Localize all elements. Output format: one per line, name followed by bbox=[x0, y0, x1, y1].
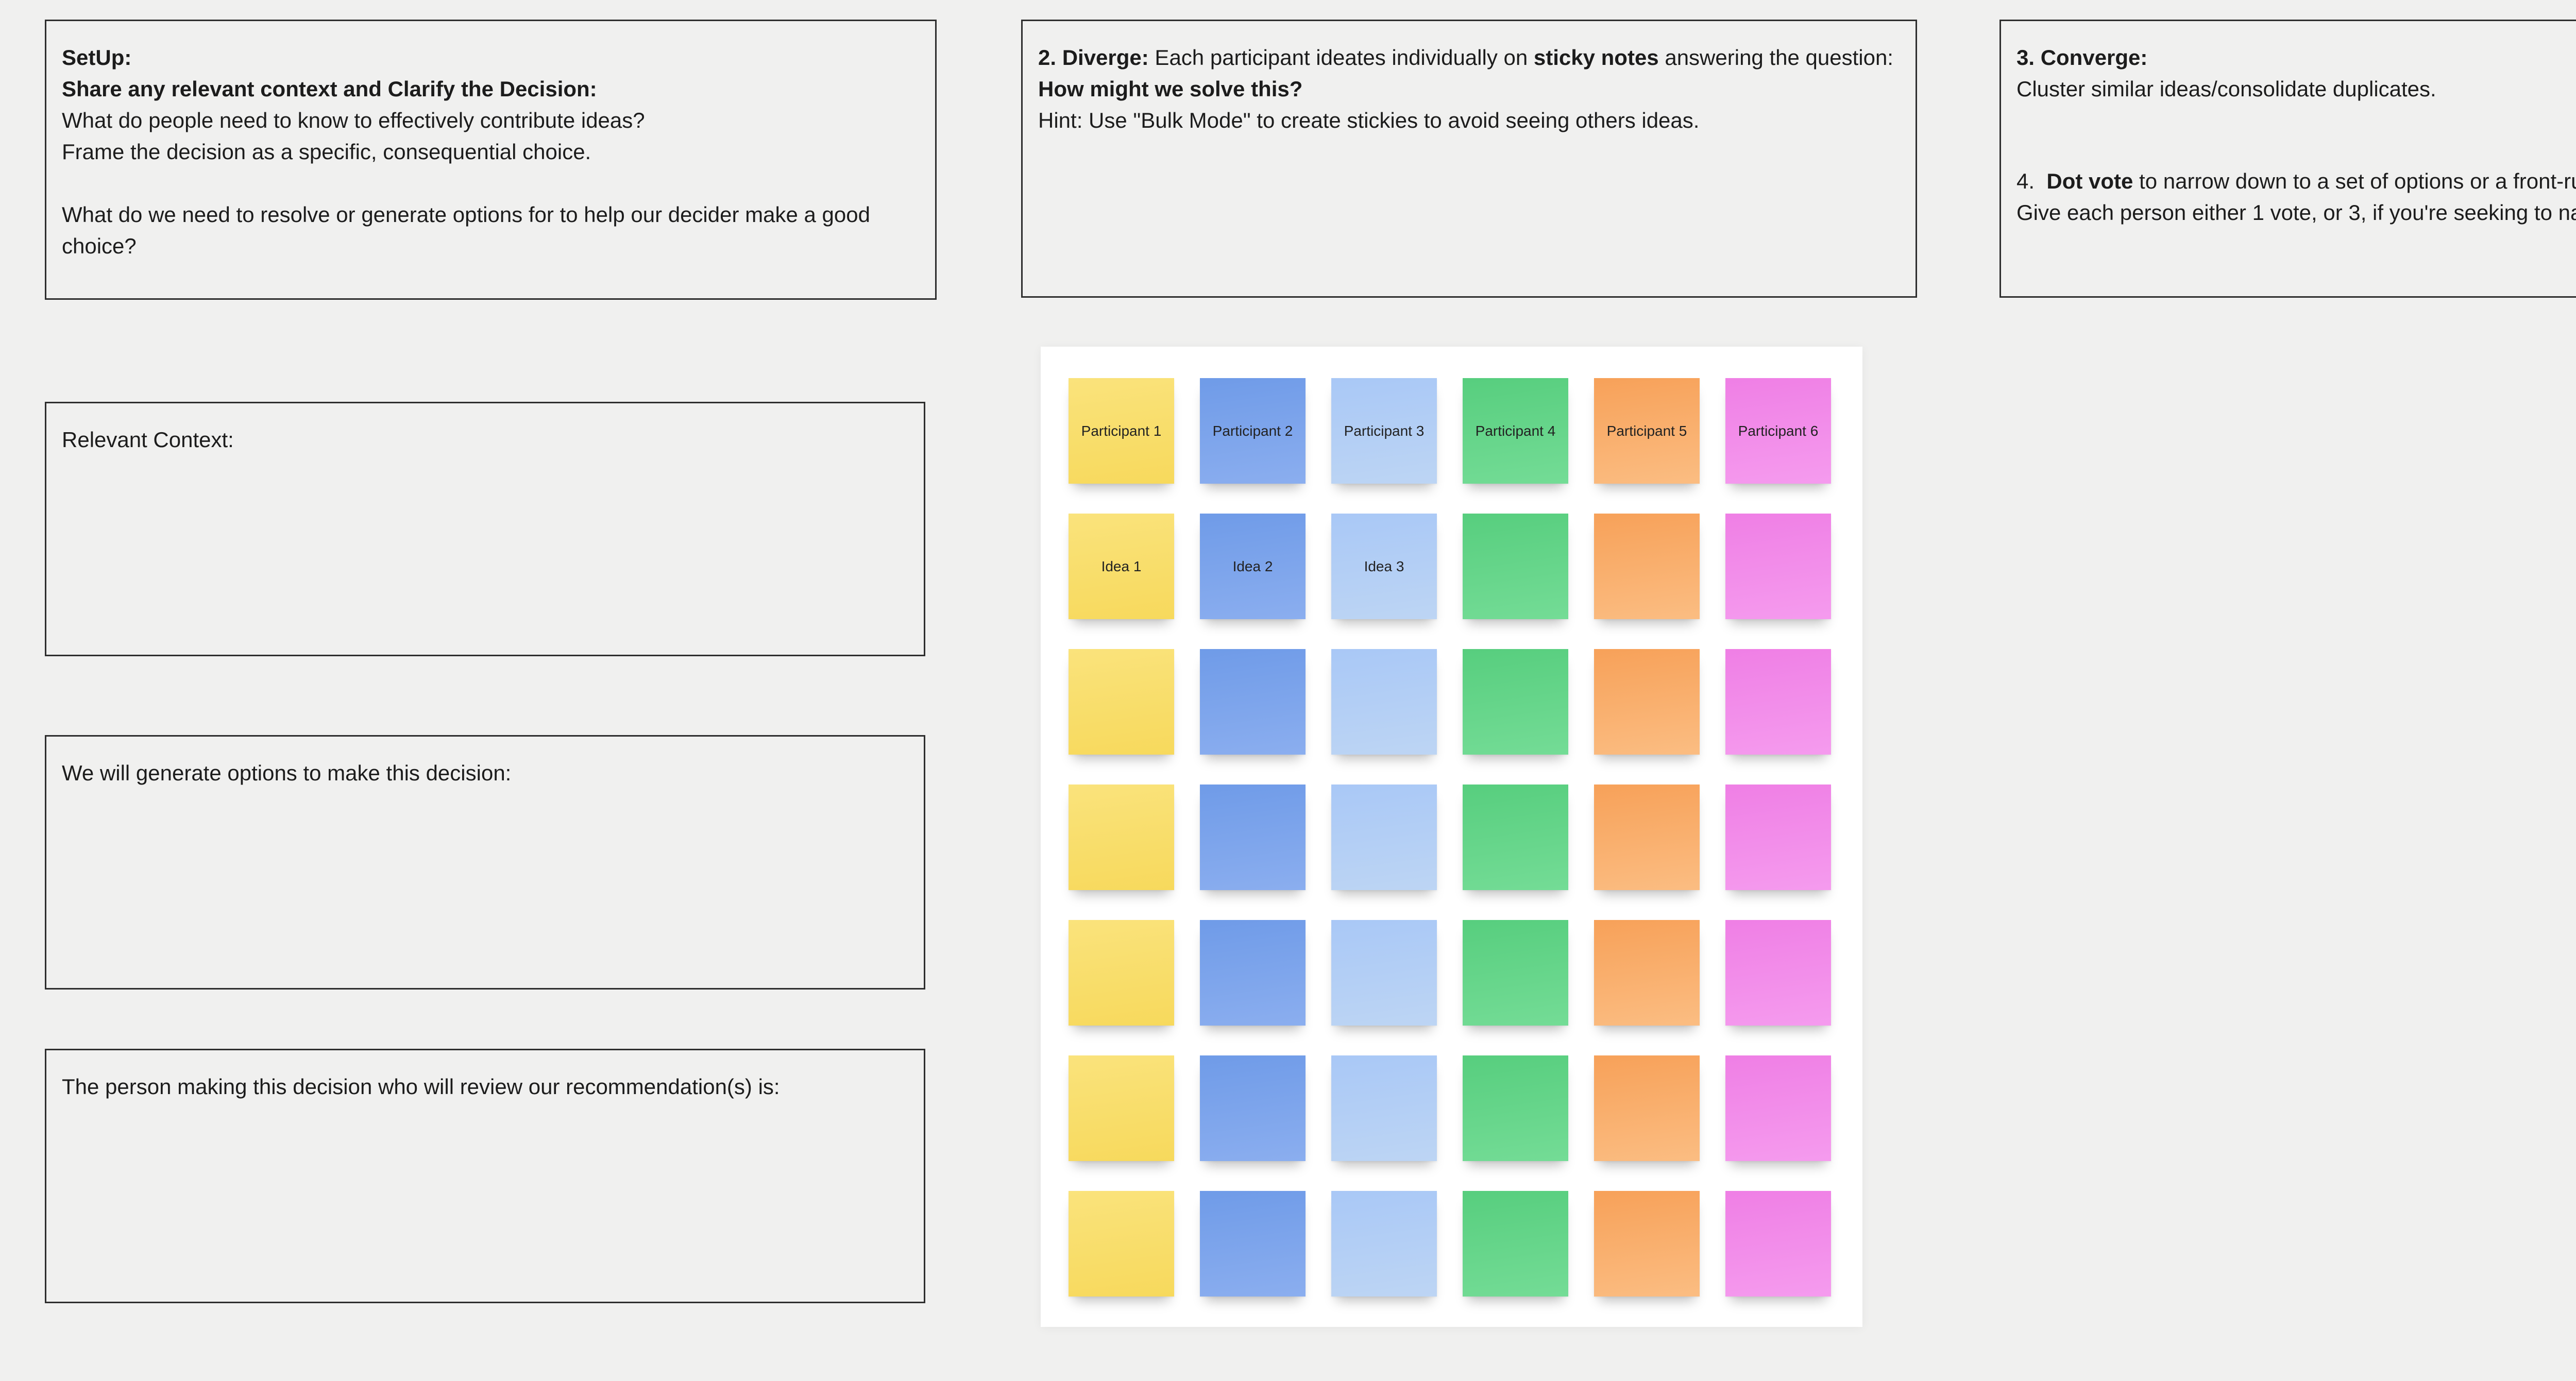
sticky-note[interactable] bbox=[1594, 1055, 1700, 1161]
setup-line: What do we need to resolve or generate o… bbox=[62, 202, 876, 258]
sticky-note[interactable] bbox=[1331, 649, 1437, 755]
sticky-note[interactable]: Participant 1 bbox=[1069, 378, 1174, 484]
sticky-note[interactable]: Participant 6 bbox=[1725, 378, 1831, 484]
diverge-text-segment: 2. Diverge: bbox=[1038, 45, 1149, 70]
sticky-note[interactable] bbox=[1725, 785, 1831, 890]
sticky-note[interactable] bbox=[1069, 1191, 1174, 1297]
setup-line: Frame the decision as a specific, conseq… bbox=[62, 140, 591, 164]
sticky-note[interactable] bbox=[1594, 920, 1700, 1026]
sticky-note[interactable] bbox=[1463, 649, 1568, 755]
diverge-text-segment: Each participant ideates individually on bbox=[1148, 45, 1534, 70]
sticky-note[interactable] bbox=[1331, 785, 1437, 890]
sticky-note[interactable] bbox=[1463, 1055, 1568, 1161]
sticky-note[interactable]: Idea 1 bbox=[1069, 514, 1174, 619]
whiteboard-frame[interactable]: Participant 1 Participant 2 Participant 3 P… bbox=[1041, 347, 1862, 1327]
diverge-text-segment: answering the question: bbox=[1658, 45, 1900, 70]
sticky-note[interactable]: Participant 4 bbox=[1463, 378, 1568, 484]
relevant-context-box[interactable]: Relevant Context: bbox=[45, 402, 925, 656]
sticky-label: Participant 2 bbox=[1212, 422, 1293, 439]
converge-text-segment: to narrow down to a set of options or a … bbox=[2139, 169, 2576, 193]
generate-options-label: We will generate options to make this de… bbox=[62, 761, 512, 785]
converge-title-text: 3. Converge: bbox=[2016, 45, 2148, 70]
decider-label: The person making this decision who will… bbox=[62, 1075, 780, 1099]
converge-note-box[interactable]: 3. Converge: Cluster similar ideas/conso… bbox=[1999, 20, 2576, 298]
sticky-note[interactable] bbox=[1725, 1191, 1831, 1297]
sticky-note[interactable] bbox=[1463, 514, 1568, 619]
sticky-label: Participant 4 bbox=[1475, 422, 1556, 439]
setup-line: What do people need to know to effective… bbox=[62, 108, 645, 132]
decider-box[interactable]: The person making this decision who will… bbox=[45, 1049, 925, 1303]
sticky-label: Participant 3 bbox=[1344, 422, 1425, 439]
sticky-note[interactable] bbox=[1725, 514, 1831, 619]
sticky-note[interactable]: Participant 3 bbox=[1331, 378, 1437, 484]
sticky-note[interactable] bbox=[1069, 920, 1174, 1026]
sticky-note[interactable] bbox=[1331, 1055, 1437, 1161]
setup-title-text: SetUp: bbox=[62, 45, 132, 70]
converge-title: 3. Converge: bbox=[2016, 42, 2576, 73]
sticky-label: Participant 5 bbox=[1606, 422, 1687, 439]
relevant-context-label: Relevant Context: bbox=[62, 428, 234, 452]
diverge-text-segment: How might we solve this? bbox=[1038, 77, 1303, 101]
converge-dot-vote-paragraph: 4. Dot vote to narrow down to a set of o… bbox=[2016, 165, 2576, 197]
setup-subtitle-text: Share any relevant context and Clarify t… bbox=[62, 77, 597, 101]
sticky-label: Participant 6 bbox=[1738, 422, 1819, 439]
converge-line: Cluster similar ideas/consolidate duplic… bbox=[2016, 77, 2436, 101]
sticky-label: Idea 2 bbox=[1232, 558, 1273, 574]
sticky-note[interactable]: Idea 3 bbox=[1331, 514, 1437, 619]
sticky-note[interactable] bbox=[1200, 1191, 1306, 1297]
sticky-note[interactable] bbox=[1463, 920, 1568, 1026]
setup-note-box[interactable]: SetUp: Share any relevant context and Cl… bbox=[45, 20, 937, 300]
sticky-note[interactable] bbox=[1069, 1055, 1174, 1161]
converge-text-segment: Dot vote bbox=[2046, 169, 2133, 193]
setup-subtitle: Share any relevant context and Clarify t… bbox=[62, 73, 914, 105]
generate-options-box[interactable]: We will generate options to make this de… bbox=[45, 735, 925, 990]
sticky-note[interactable] bbox=[1069, 785, 1174, 890]
sticky-note[interactable] bbox=[1331, 1191, 1437, 1297]
sticky-note[interactable] bbox=[1725, 1055, 1831, 1161]
setup-title: SetUp: bbox=[62, 42, 914, 73]
sticky-grid: Participant 1 Participant 2 Participant 3 P… bbox=[1041, 347, 1862, 1297]
sticky-note[interactable] bbox=[1463, 785, 1568, 890]
sticky-label: Idea 3 bbox=[1364, 558, 1404, 574]
sticky-note[interactable] bbox=[1594, 1191, 1700, 1297]
converge-line: Give each person either 1 vote, or 3, if… bbox=[2016, 200, 2576, 225]
sticky-note[interactable]: Idea 2 bbox=[1200, 514, 1306, 619]
sticky-note[interactable] bbox=[1069, 649, 1174, 755]
sticky-note[interactable] bbox=[1594, 514, 1700, 619]
diverge-hint: Hint: Use "Bulk Mode" to create stickies… bbox=[1038, 108, 1700, 132]
sticky-note[interactable]: Participant 2 bbox=[1200, 378, 1306, 484]
sticky-note[interactable] bbox=[1200, 1055, 1306, 1161]
sticky-label: Idea 1 bbox=[1101, 558, 1142, 574]
sticky-note[interactable] bbox=[1725, 649, 1831, 755]
sticky-note[interactable]: Participant 5 bbox=[1594, 378, 1700, 484]
diverge-paragraph: 2. Diverge: Each participant ideates ind… bbox=[1038, 42, 1895, 105]
diverge-note-box[interactable]: 2. Diverge: Each participant ideates ind… bbox=[1021, 20, 1917, 298]
sticky-note[interactable] bbox=[1200, 785, 1306, 890]
sticky-note[interactable] bbox=[1725, 920, 1831, 1026]
sticky-note[interactable] bbox=[1200, 920, 1306, 1026]
sticky-note[interactable] bbox=[1331, 920, 1437, 1026]
sticky-note[interactable] bbox=[1594, 649, 1700, 755]
diverge-text-segment: sticky notes bbox=[1533, 45, 1659, 70]
sticky-note[interactable] bbox=[1200, 649, 1306, 755]
sticky-note[interactable] bbox=[1463, 1191, 1568, 1297]
sticky-label: Participant 1 bbox=[1081, 422, 1162, 439]
converge-text-segment: 4. bbox=[2016, 169, 2047, 193]
sticky-note[interactable] bbox=[1594, 785, 1700, 890]
